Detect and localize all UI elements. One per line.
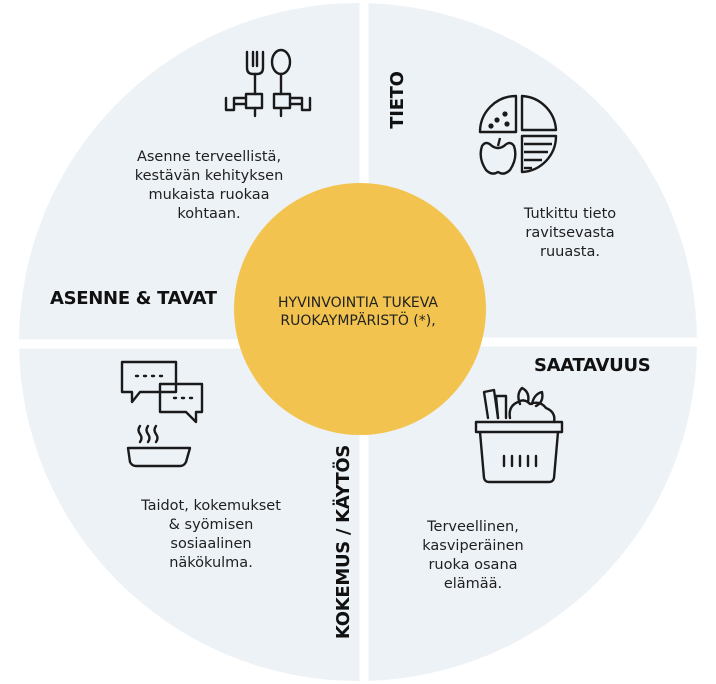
center-title-line2: RUOKAYMPÄRISTÖ (*), <box>280 313 436 329</box>
center-title-line1: HYVINVOINTIA TUKEVA <box>277 295 438 311</box>
tieto-heading: TIETO <box>387 71 408 129</box>
kokemus-description: Taidot, kokemukset & syömisen sosiaaline… <box>141 498 281 571</box>
center-title: HYVINVOINTIA TUKEVA RUOKAYMPÄRISTÖ (*), <box>224 294 492 330</box>
asenne-heading: ASENNE & TAVAT <box>50 288 217 309</box>
vegetable-basket-icon <box>474 386 564 484</box>
tieto-description: Tutkittu tieto ravitsevasta ruuasta. <box>523 206 617 260</box>
kokemus-heading: KOKEMUS / KÄYTÖS <box>333 444 354 640</box>
center-circle <box>234 183 486 435</box>
saatavuus-heading: SAATAVUUS <box>534 355 651 376</box>
speech-bubbles-food-icon <box>120 360 204 468</box>
food-pie-chart-icon <box>478 94 558 175</box>
quadrant-kokemus <box>19 342 358 681</box>
fork-spoon-hands-icon <box>224 48 312 118</box>
quadrant-saatavuus <box>358 342 697 681</box>
asenne-description: Asenne terveellistä, kestävän kehityksen… <box>134 149 284 222</box>
saatavuus-description: Terveellinen, kasviperäinen ruoka osana … <box>422 519 524 592</box>
